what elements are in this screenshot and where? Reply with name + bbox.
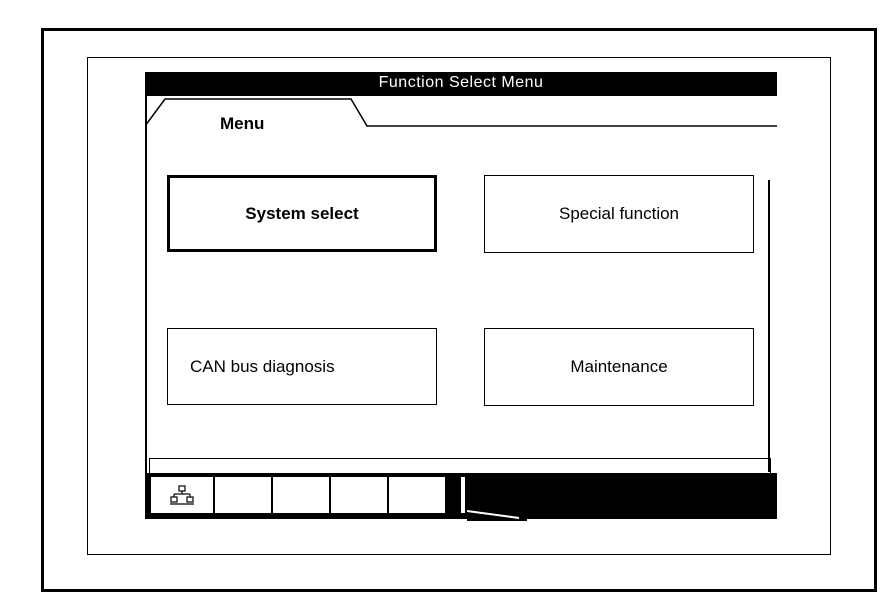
pointer-line xyxy=(467,510,527,521)
window-title: Function Select Menu xyxy=(145,72,777,96)
screen-left-border xyxy=(145,96,147,496)
screen-right-border xyxy=(768,180,770,472)
tab-outline xyxy=(145,98,777,127)
toolbar-button-4[interactable] xyxy=(331,477,389,513)
special-function-button[interactable]: Special function xyxy=(484,175,754,253)
toolbar-button-2[interactable] xyxy=(215,477,273,513)
status-strip xyxy=(149,458,771,473)
inner-frame xyxy=(87,57,831,555)
toolbar-button-3[interactable] xyxy=(273,477,331,513)
toolbar-button-5[interactable] xyxy=(389,477,447,513)
device-screen: Function Select Menu Menu System select … xyxy=(145,72,777,521)
toolbar-divider xyxy=(461,477,465,513)
outer-frame xyxy=(41,28,877,592)
toolbar xyxy=(151,477,447,513)
system-select-button[interactable]: System select xyxy=(167,175,437,252)
tab-menu[interactable]: Menu xyxy=(220,114,265,133)
toolbar-button-network[interactable] xyxy=(151,477,215,513)
can-bus-diagnosis-button[interactable]: CAN bus diagnosis xyxy=(167,328,437,405)
maintenance-button[interactable]: Maintenance xyxy=(484,328,754,406)
network-tree-icon xyxy=(170,485,194,505)
